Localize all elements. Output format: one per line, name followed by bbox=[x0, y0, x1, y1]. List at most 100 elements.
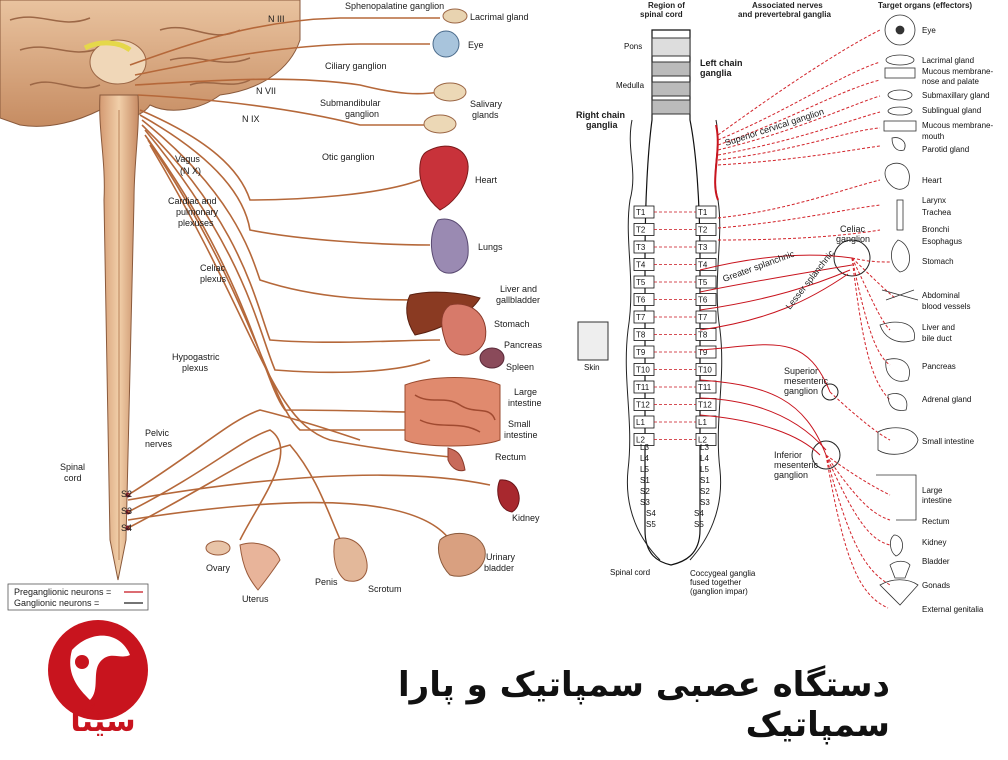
label-penis: Penis bbox=[315, 577, 338, 587]
lower-segment-left: S1 bbox=[640, 476, 650, 485]
label-spinal-cord: Spinal cord bbox=[610, 568, 650, 577]
label-s3: S3 bbox=[121, 506, 132, 516]
bladder-illustration bbox=[437, 532, 486, 577]
label-cardiac-2: pulmonary bbox=[176, 207, 219, 217]
lower-segment-left: S4 bbox=[646, 509, 656, 518]
target-label: Adrenal gland bbox=[922, 395, 971, 404]
label-liver-1: Liver and bbox=[500, 284, 537, 294]
segment-label-left: T4 bbox=[636, 261, 646, 270]
target-label: Liver and bbox=[922, 323, 955, 332]
label-spleen: Spleen bbox=[506, 362, 534, 372]
label-stomach: Stomach bbox=[494, 319, 530, 329]
parasympathetic-panel: N III N VII N IX Vagus (N X) Sphenopalat… bbox=[0, 0, 543, 611]
target-label: Esophagus bbox=[922, 237, 962, 246]
segment-label-right: T2 bbox=[698, 226, 708, 235]
label-inf-mes-1: Inferior bbox=[774, 450, 802, 460]
salivary-gland-illustration bbox=[433, 82, 467, 102]
target-label: Eye bbox=[922, 26, 936, 35]
label-n-ix: N IX bbox=[242, 114, 260, 124]
label-rectum: Rectum bbox=[495, 452, 526, 462]
segment-label-left: T8 bbox=[636, 331, 646, 340]
label-scrotum: Scrotum bbox=[368, 584, 402, 594]
segment-label-left: T9 bbox=[636, 348, 646, 357]
header-region-1: Region of bbox=[648, 1, 685, 10]
segment-label-right: T12 bbox=[698, 401, 712, 410]
segment-label-right: L1 bbox=[698, 418, 707, 427]
segment-t11: T11 T11 bbox=[633, 380, 717, 394]
label-pelvic-2: nerves bbox=[145, 439, 173, 449]
segment-label-right: T8 bbox=[698, 331, 708, 340]
label-left-chain-1: Left chain bbox=[700, 58, 743, 68]
target-organ-icons bbox=[876, 14, 919, 606]
segment-label-right: T1 bbox=[698, 208, 708, 217]
target-label: Kidney bbox=[922, 538, 946, 547]
label-small-2: intestine bbox=[504, 430, 538, 440]
target-label: Parotid gland bbox=[922, 145, 969, 154]
label-submandibular: Submandibular bbox=[320, 98, 381, 108]
label-cord-2: cord bbox=[64, 473, 82, 483]
label-n-iii: N III bbox=[268, 14, 285, 24]
target-label: Bronchi bbox=[922, 225, 949, 234]
target-label: bile duct bbox=[922, 334, 953, 343]
skin-illustration bbox=[577, 321, 609, 361]
lower-segment-right: S4 bbox=[694, 509, 704, 518]
sympathetic-preganglionic bbox=[699, 254, 853, 456]
segment-label-left: T7 bbox=[636, 313, 646, 322]
label-celiac-ganglion-2: ganglion bbox=[836, 234, 870, 244]
target-label: Heart bbox=[922, 176, 942, 185]
target-label: Gonads bbox=[922, 581, 950, 590]
lower-segment-left: L5 bbox=[640, 465, 649, 474]
label-lungs: Lungs bbox=[478, 242, 503, 252]
target-label: nose and palate bbox=[922, 77, 979, 86]
target-label: Lacrimal gland bbox=[922, 56, 974, 65]
segment-label-left: T11 bbox=[636, 383, 650, 392]
logo-text: سینا bbox=[38, 705, 168, 739]
label-coccygeal-1: Coccygeal ganglia bbox=[690, 569, 756, 578]
label-cardiac-1: Cardiac and bbox=[168, 196, 217, 206]
label-lacrimal: Lacrimal gland bbox=[470, 12, 529, 22]
header-region-2: spinal cord bbox=[640, 10, 683, 19]
logo-wordmark: سینا bbox=[70, 704, 136, 739]
kidney-illustration bbox=[497, 479, 520, 513]
lower-segment-left: S2 bbox=[640, 487, 650, 496]
segment-label-left: T1 bbox=[636, 208, 646, 217]
segment-label-right: T11 bbox=[698, 383, 712, 392]
label-coccygeal-2: fused together bbox=[690, 578, 741, 587]
segment-label-left: T5 bbox=[636, 278, 646, 287]
heart-illustration bbox=[419, 145, 469, 211]
label-large-2: intestine bbox=[508, 398, 542, 408]
heart-target-icon bbox=[884, 162, 910, 190]
target-label: Mucous membrane- bbox=[922, 67, 993, 76]
label-pons: Pons bbox=[624, 42, 642, 51]
label-submandibular-2: ganglion bbox=[345, 109, 379, 119]
lower-segment-right: S2 bbox=[700, 487, 710, 496]
segment-label-left: T10 bbox=[636, 366, 650, 375]
target-label: mouth bbox=[922, 132, 944, 141]
lower-segment-right: S3 bbox=[700, 498, 710, 507]
lower-segment-right: L3 bbox=[700, 443, 709, 452]
target-label: Mucous membrane- bbox=[922, 121, 993, 130]
label-liver-2: gallbladder bbox=[496, 295, 540, 305]
segment-label-left: T3 bbox=[636, 243, 646, 252]
page-title: دستگاه عصبی سمپاتیک و پارا سمپاتیک bbox=[398, 665, 890, 745]
eye-target-icon bbox=[884, 14, 916, 46]
lower-segment-right: L4 bbox=[700, 454, 709, 463]
header-nerves-1: Associated nerves bbox=[752, 1, 823, 10]
label-hypo-2: plexus bbox=[182, 363, 209, 373]
segment-label-right: T6 bbox=[698, 296, 708, 305]
target-label: Rectum bbox=[922, 517, 950, 526]
target-label: intestine bbox=[922, 496, 952, 505]
legend: Preganglionic neurons = Ganglionic neuro… bbox=[7, 583, 149, 611]
label-skin: Skin bbox=[584, 363, 600, 372]
